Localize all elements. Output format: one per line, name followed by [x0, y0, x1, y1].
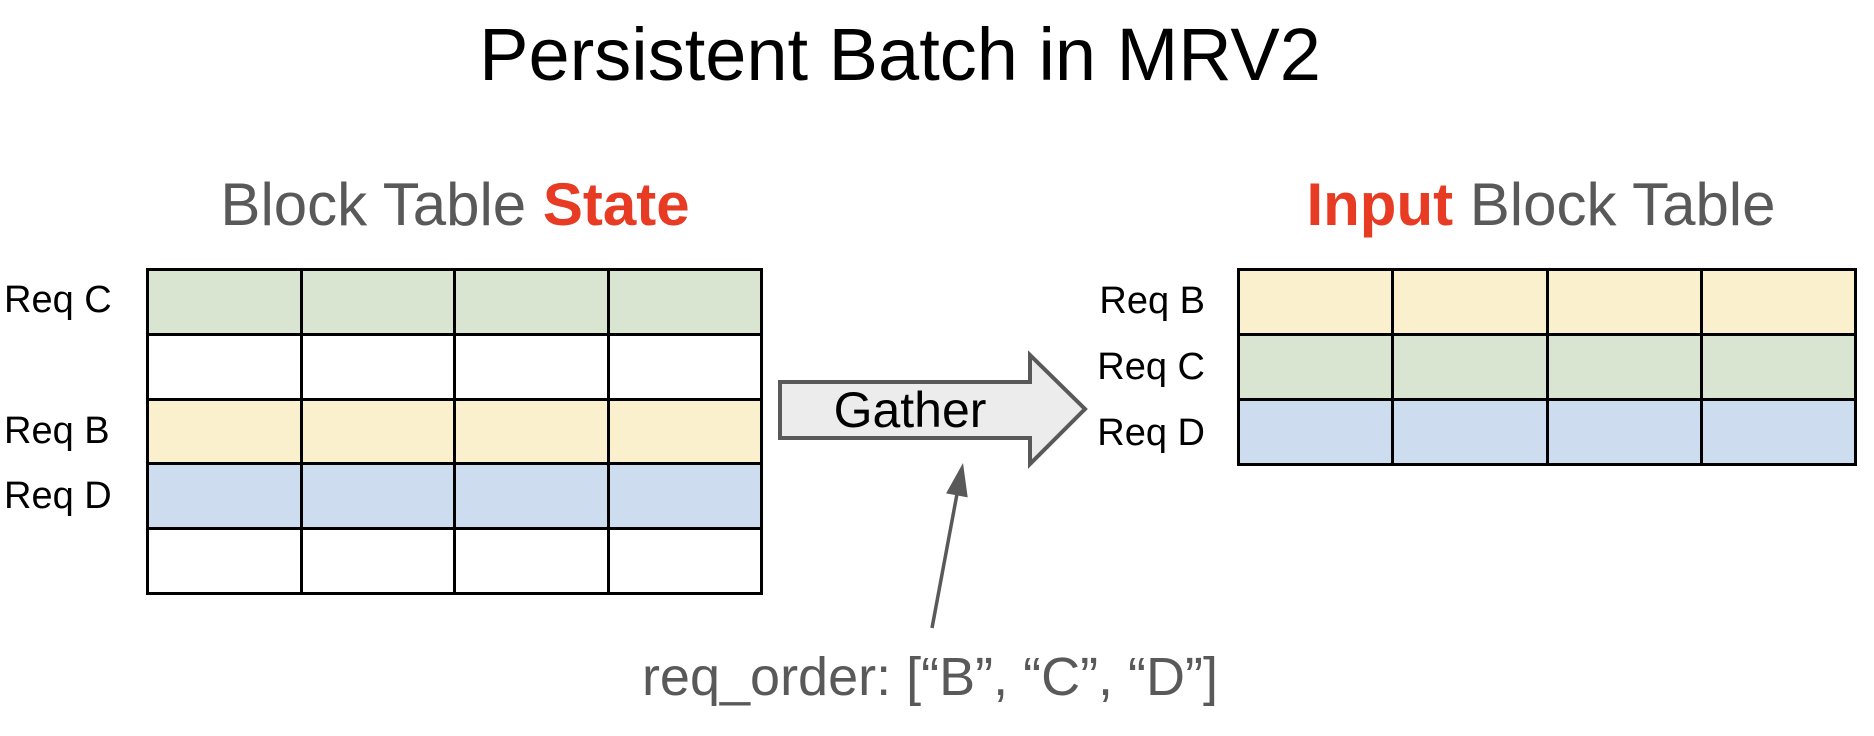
block-cell: [302, 335, 453, 398]
block-cell: [609, 530, 760, 592]
row-label: Req B: [1099, 279, 1205, 322]
state-table-title-plain: Block Table: [220, 171, 543, 238]
block-cell: [1702, 271, 1854, 333]
input-block-table: [1237, 268, 1857, 466]
gather-arrow-label: Gather: [833, 382, 987, 438]
input-table-title-accent: Input: [1306, 171, 1454, 238]
block-cell: [302, 465, 453, 528]
block-cell: [149, 400, 300, 463]
block-cell: [302, 271, 453, 333]
block-cell: [1394, 271, 1546, 333]
block-cell: [1240, 271, 1392, 333]
row-label: Req D: [1097, 411, 1205, 454]
state-table-row-labels: Req C Req B Req D: [4, 268, 139, 595]
block-cell: [302, 530, 453, 592]
block-cell: [1394, 336, 1546, 398]
state-table-title: Block Table State: [105, 175, 805, 235]
row-label: [4, 333, 139, 398]
block-cell: [456, 271, 607, 333]
block-cell: [609, 335, 760, 398]
row-label: Req B: [4, 409, 110, 452]
state-block-table: [146, 268, 763, 595]
block-cell: [456, 400, 607, 463]
input-table-title-plain: Block Table: [1453, 171, 1776, 238]
block-cell: [1394, 401, 1546, 463]
block-cell: [149, 530, 300, 592]
block-cell: [302, 400, 453, 463]
block-cell: [456, 530, 607, 592]
input-table-title: Input Block Table: [1191, 175, 1874, 235]
annotation-arrow-line: [930, 493, 959, 629]
block-cell: [1548, 401, 1700, 463]
input-table-row-labels: Req B Req C Req D: [1045, 268, 1205, 466]
row-label: [4, 530, 139, 595]
annotation-arrowhead: [946, 463, 968, 498]
block-cell: [1240, 336, 1392, 398]
req-order-annotation: req_order: [“B”, “C”, “D”]: [641, 647, 1219, 707]
block-cell: [1240, 401, 1392, 463]
diagram-title: Persistent Batch in MRV2: [479, 13, 1321, 96]
block-cell: [1548, 271, 1700, 333]
row-label: Req C: [1097, 345, 1205, 388]
row-label: Req D: [4, 475, 112, 518]
block-cell: [149, 335, 300, 398]
block-cell: [609, 400, 760, 463]
block-cell: [1548, 336, 1700, 398]
block-cell: [149, 271, 300, 333]
block-cell: [149, 465, 300, 528]
block-cell: [456, 465, 607, 528]
block-cell: [1702, 336, 1854, 398]
block-cell: [609, 271, 760, 333]
state-table-title-accent: State: [542, 171, 690, 238]
row-label: Req C: [4, 279, 112, 322]
block-cell: [456, 335, 607, 398]
block-cell: [1702, 401, 1854, 463]
block-cell: [609, 465, 760, 528]
